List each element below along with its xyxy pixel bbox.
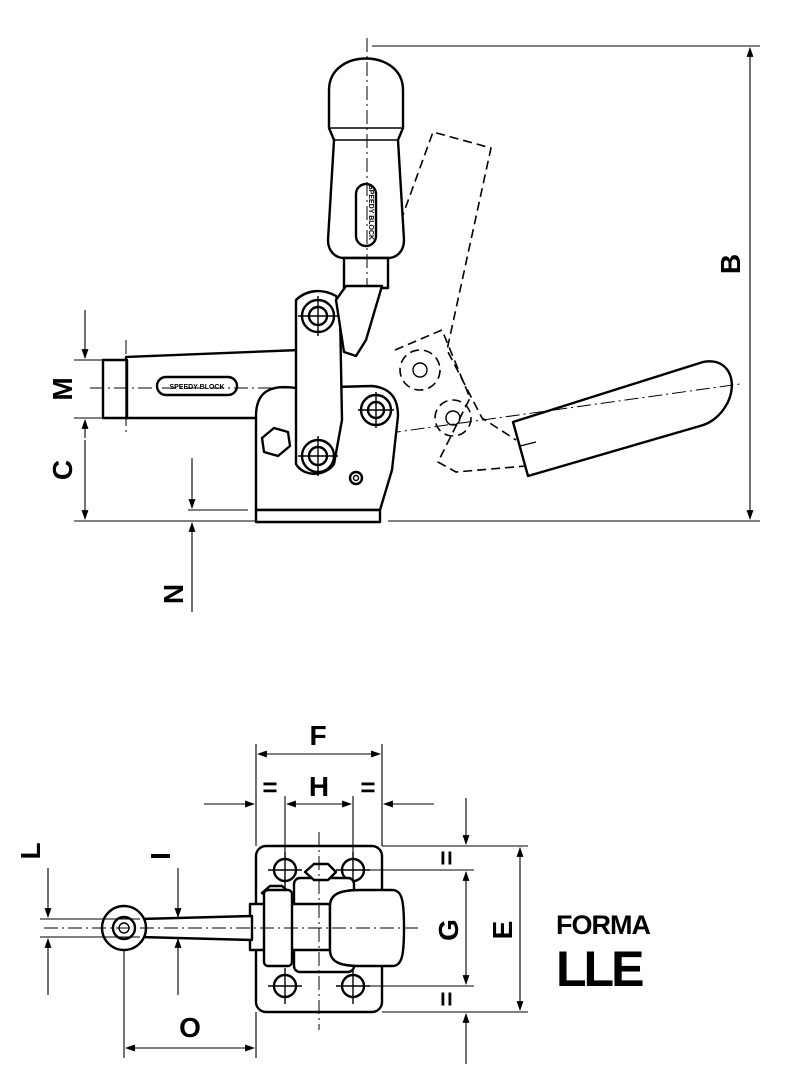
dimension-m: M <box>47 310 103 438</box>
hex-nut <box>260 426 292 458</box>
dimension-f-label: F <box>309 720 326 751</box>
dimension-l: L <box>15 842 140 995</box>
dimension-f: F <box>255 720 383 846</box>
forma-code: LLE <box>556 941 643 997</box>
dimension-m-label: M <box>47 377 78 400</box>
mounting-holes <box>268 852 370 1004</box>
lever-handle-open <box>511 360 733 478</box>
forma-designation: FORMA LLE <box>556 910 651 997</box>
arm-brand-badge <box>155 375 239 397</box>
vertical-handle: SPEEDY BLOCK <box>326 57 406 290</box>
equal-sign-top: = <box>431 850 461 865</box>
dimension-l-label: L <box>15 842 46 859</box>
dimension-h: H = = <box>204 771 434 858</box>
dimension-b-label: B <box>715 254 746 274</box>
dimension-c: C <box>47 440 89 520</box>
dimension-c-label: C <box>47 460 78 480</box>
dimension-h-label: H <box>309 771 329 802</box>
handle-brand-badge <box>354 182 378 248</box>
dimension-g-label: G <box>433 919 464 941</box>
dimension-b: B <box>372 45 760 522</box>
dimension-o-label: O <box>179 1012 201 1043</box>
dimension-g: G = = <box>364 798 474 1064</box>
lever-open-position-dashed <box>371 131 527 473</box>
linkage <box>294 284 394 476</box>
dimension-n: N <box>158 458 196 612</box>
forma-label: FORMA <box>556 910 650 940</box>
dimension-i-label: I <box>145 852 176 860</box>
handle-brand-text: SPEEDY BLOCK <box>367 185 374 240</box>
equal-sign-left: = <box>262 772 277 802</box>
top-view: F H = = E G = = <box>15 720 528 1064</box>
dimension-e-label: E <box>487 921 518 940</box>
dimension-n-label: N <box>158 584 189 604</box>
equal-sign-right: = <box>360 772 375 802</box>
dimension-o: O <box>123 950 257 1058</box>
side-view: SPEEDY BLOCK SPEEDY BLOCK <box>47 38 760 612</box>
equal-sign-bottom: = <box>431 991 461 1006</box>
dimension-e: E <box>382 845 528 1013</box>
dimension-i: I <box>145 852 182 995</box>
